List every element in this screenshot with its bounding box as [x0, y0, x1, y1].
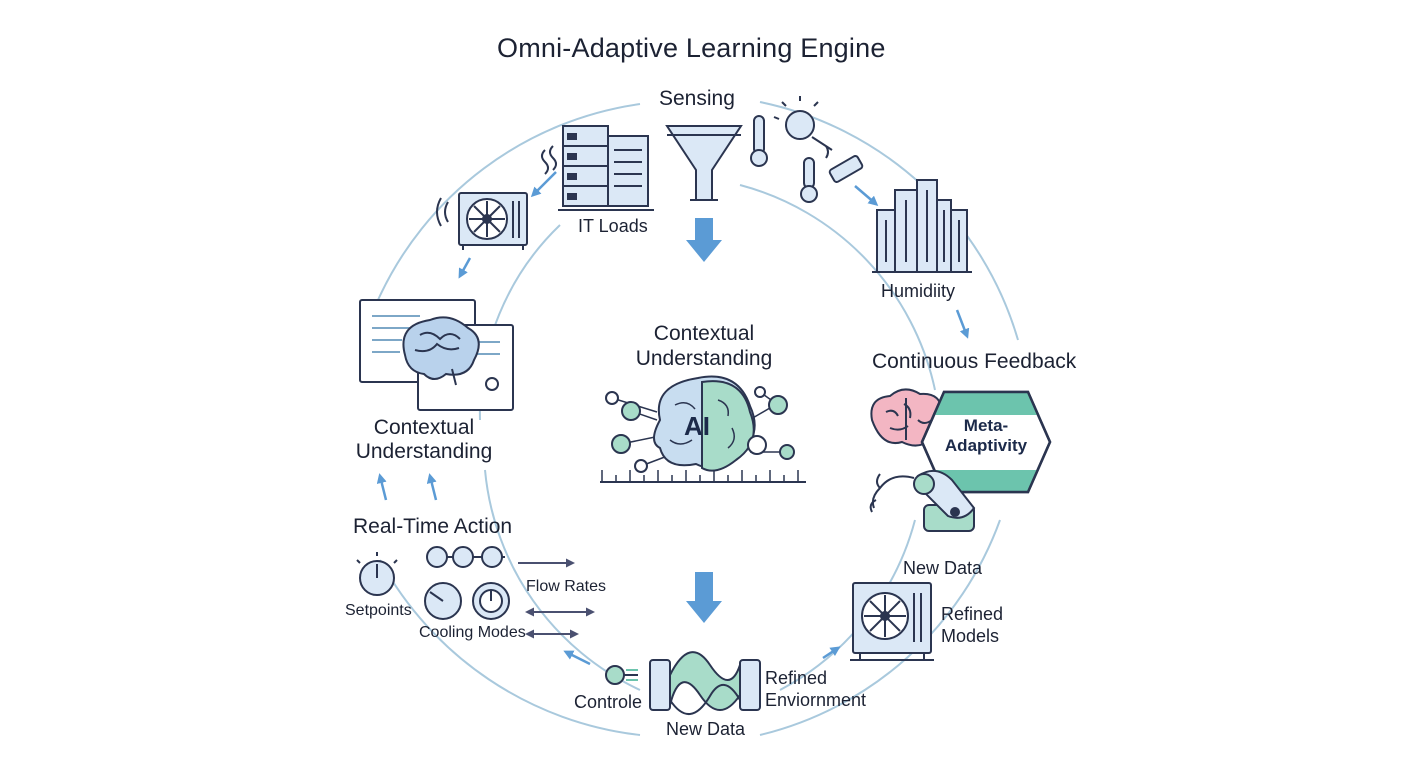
continuous-feedback-label: Continuous Feedback	[872, 350, 1077, 373]
control-knob-icon	[605, 665, 638, 685]
brain-document-icon	[359, 299, 514, 411]
left-title-line1: Contextual	[373, 416, 475, 439]
refined-env-line1: Refined	[765, 668, 828, 688]
meta-label-line1: Meta-	[963, 416, 1009, 435]
new-data-bottom-label: New Data	[666, 719, 746, 739]
ai-network-icon	[600, 375, 806, 483]
down-arrow-bottom	[686, 572, 722, 623]
center-title-line2: Understanding	[635, 347, 773, 370]
down-arrow-top	[686, 218, 722, 262]
funnel-icon	[665, 125, 743, 201]
ai-label: AI	[684, 411, 710, 441]
thermometer-icon-2	[800, 157, 818, 203]
light-probe-icon	[773, 96, 833, 151]
server-rack-icon	[541, 125, 654, 211]
center-title-line1: Contextual	[653, 322, 755, 345]
new-data-right-label: New Data	[903, 558, 983, 578]
diagram-title: Omni-Adaptive Learning Engine	[497, 33, 886, 63]
sensing-label: Sensing	[659, 87, 735, 110]
sensor-device-icon	[825, 145, 864, 183]
flow-arrows	[525, 607, 595, 639]
controle-label: Controle	[574, 692, 643, 712]
it-loads-label: IT Loads	[578, 216, 648, 236]
mixer-pipe-icon	[649, 651, 761, 715]
cooling-modes-label: Cooling Modes	[419, 624, 526, 641]
building-icon	[872, 179, 972, 273]
ac-unit-icon-2	[850, 582, 934, 661]
setpoints-label: Setpoints	[345, 602, 412, 619]
left-title-line2: Understanding	[355, 440, 493, 463]
meta-adaptivity-hexagon	[920, 390, 1052, 494]
real-time-action-label: Real-Time Action	[353, 515, 513, 538]
cycle-arrows	[376, 171, 970, 666]
thermometer-icon	[750, 115, 768, 167]
ac-unit-icon	[436, 192, 528, 250]
refined-models-line1: Refined	[941, 604, 1004, 624]
slider-track-icon	[426, 546, 575, 568]
setpoint-dial-icon	[356, 552, 398, 596]
cooling-dial-icon	[424, 582, 510, 620]
refined-models-line2: Models	[941, 626, 1000, 646]
meta-label-line2: Adaptivity	[944, 436, 1028, 455]
refined-env-line2: Enviornment	[765, 690, 867, 710]
robot-arm-icon	[869, 469, 976, 532]
flow-rates-label: Flow Rates	[526, 578, 607, 595]
humidity-label: Humidiity	[881, 281, 956, 301]
